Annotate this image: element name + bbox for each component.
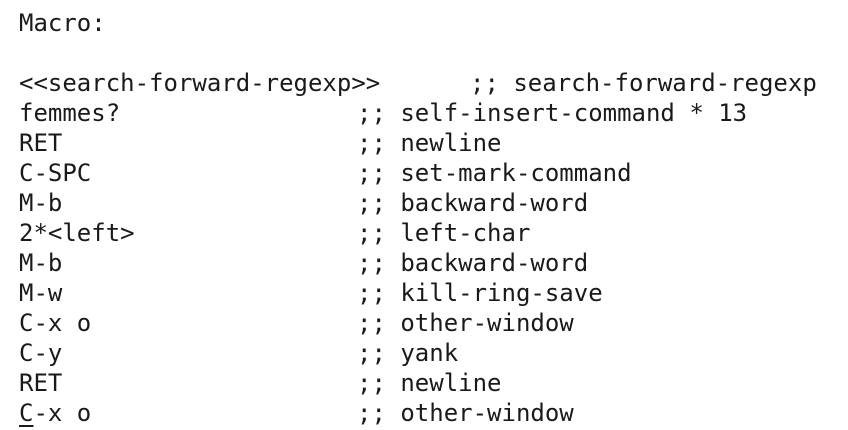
macro-keys: M-w [19,279,63,307]
macro-command-comment: ;; search-forward-regexp [470,69,817,97]
macro-keys: M-b [19,249,63,277]
macro-command-comment: ;; other-window [357,399,574,427]
macro-line: M-b ;; backward-word [0,248,848,278]
macro-line: C-x o ;; other-window [0,308,848,338]
macro-line: M-w ;; kill-ring-save [0,278,848,308]
macro-line: <<search-forward-regexp>> ;; search-forwa… [0,68,848,98]
text-cursor: C [19,399,34,427]
macro-line: C-y ;; yank [0,338,848,368]
macro-keys: C-SPC [19,159,92,187]
macro-command-comment: ;; backward-word [357,189,589,217]
macro-keys: RET [19,369,63,397]
macro-command-comment: ;; set-mark-command [357,159,632,187]
macro-line: 2*<left> ;; left-char [0,218,848,248]
macro-command-comment: ;; other-window [357,309,574,337]
macro-line: RET ;; newline [0,368,848,398]
macro-line: RET ;; newline [0,128,848,158]
macro-line: femmes? ;; self-insert-command * 13 [0,98,848,128]
macro-command-comment: ;; newline [357,129,502,157]
macro-header: Macro: [0,8,848,38]
macro-command-comment: ;; newline [357,369,502,397]
macro-command-comment: ;; kill-ring-save [357,279,603,307]
macro-line: C-SPC ;; set-mark-command [0,158,848,188]
macro-keys: femmes? [19,99,121,127]
macro-command-comment: ;; left-char [357,219,531,247]
macro-keys: C-y [19,339,63,367]
macro-keys: C-x o [19,309,92,337]
macro-keys: 2*<left> [19,219,135,247]
macro-command-comment: ;; backward-word [357,249,589,277]
macro-line: M-b ;; backward-word [0,188,848,218]
macro-title: Macro: [19,9,106,37]
macro-command-comment: ;; self-insert-command * 13 [357,99,748,127]
macro-command-comment: ;; yank [357,339,459,367]
macro-keys: RET [19,129,63,157]
macro-keys: M-b [19,189,63,217]
macro-line: C-x o ;; other-window [0,398,848,428]
macro-keys: <<search-forward-regexp>> [19,69,381,97]
macro-keys: C-x o [19,399,92,427]
